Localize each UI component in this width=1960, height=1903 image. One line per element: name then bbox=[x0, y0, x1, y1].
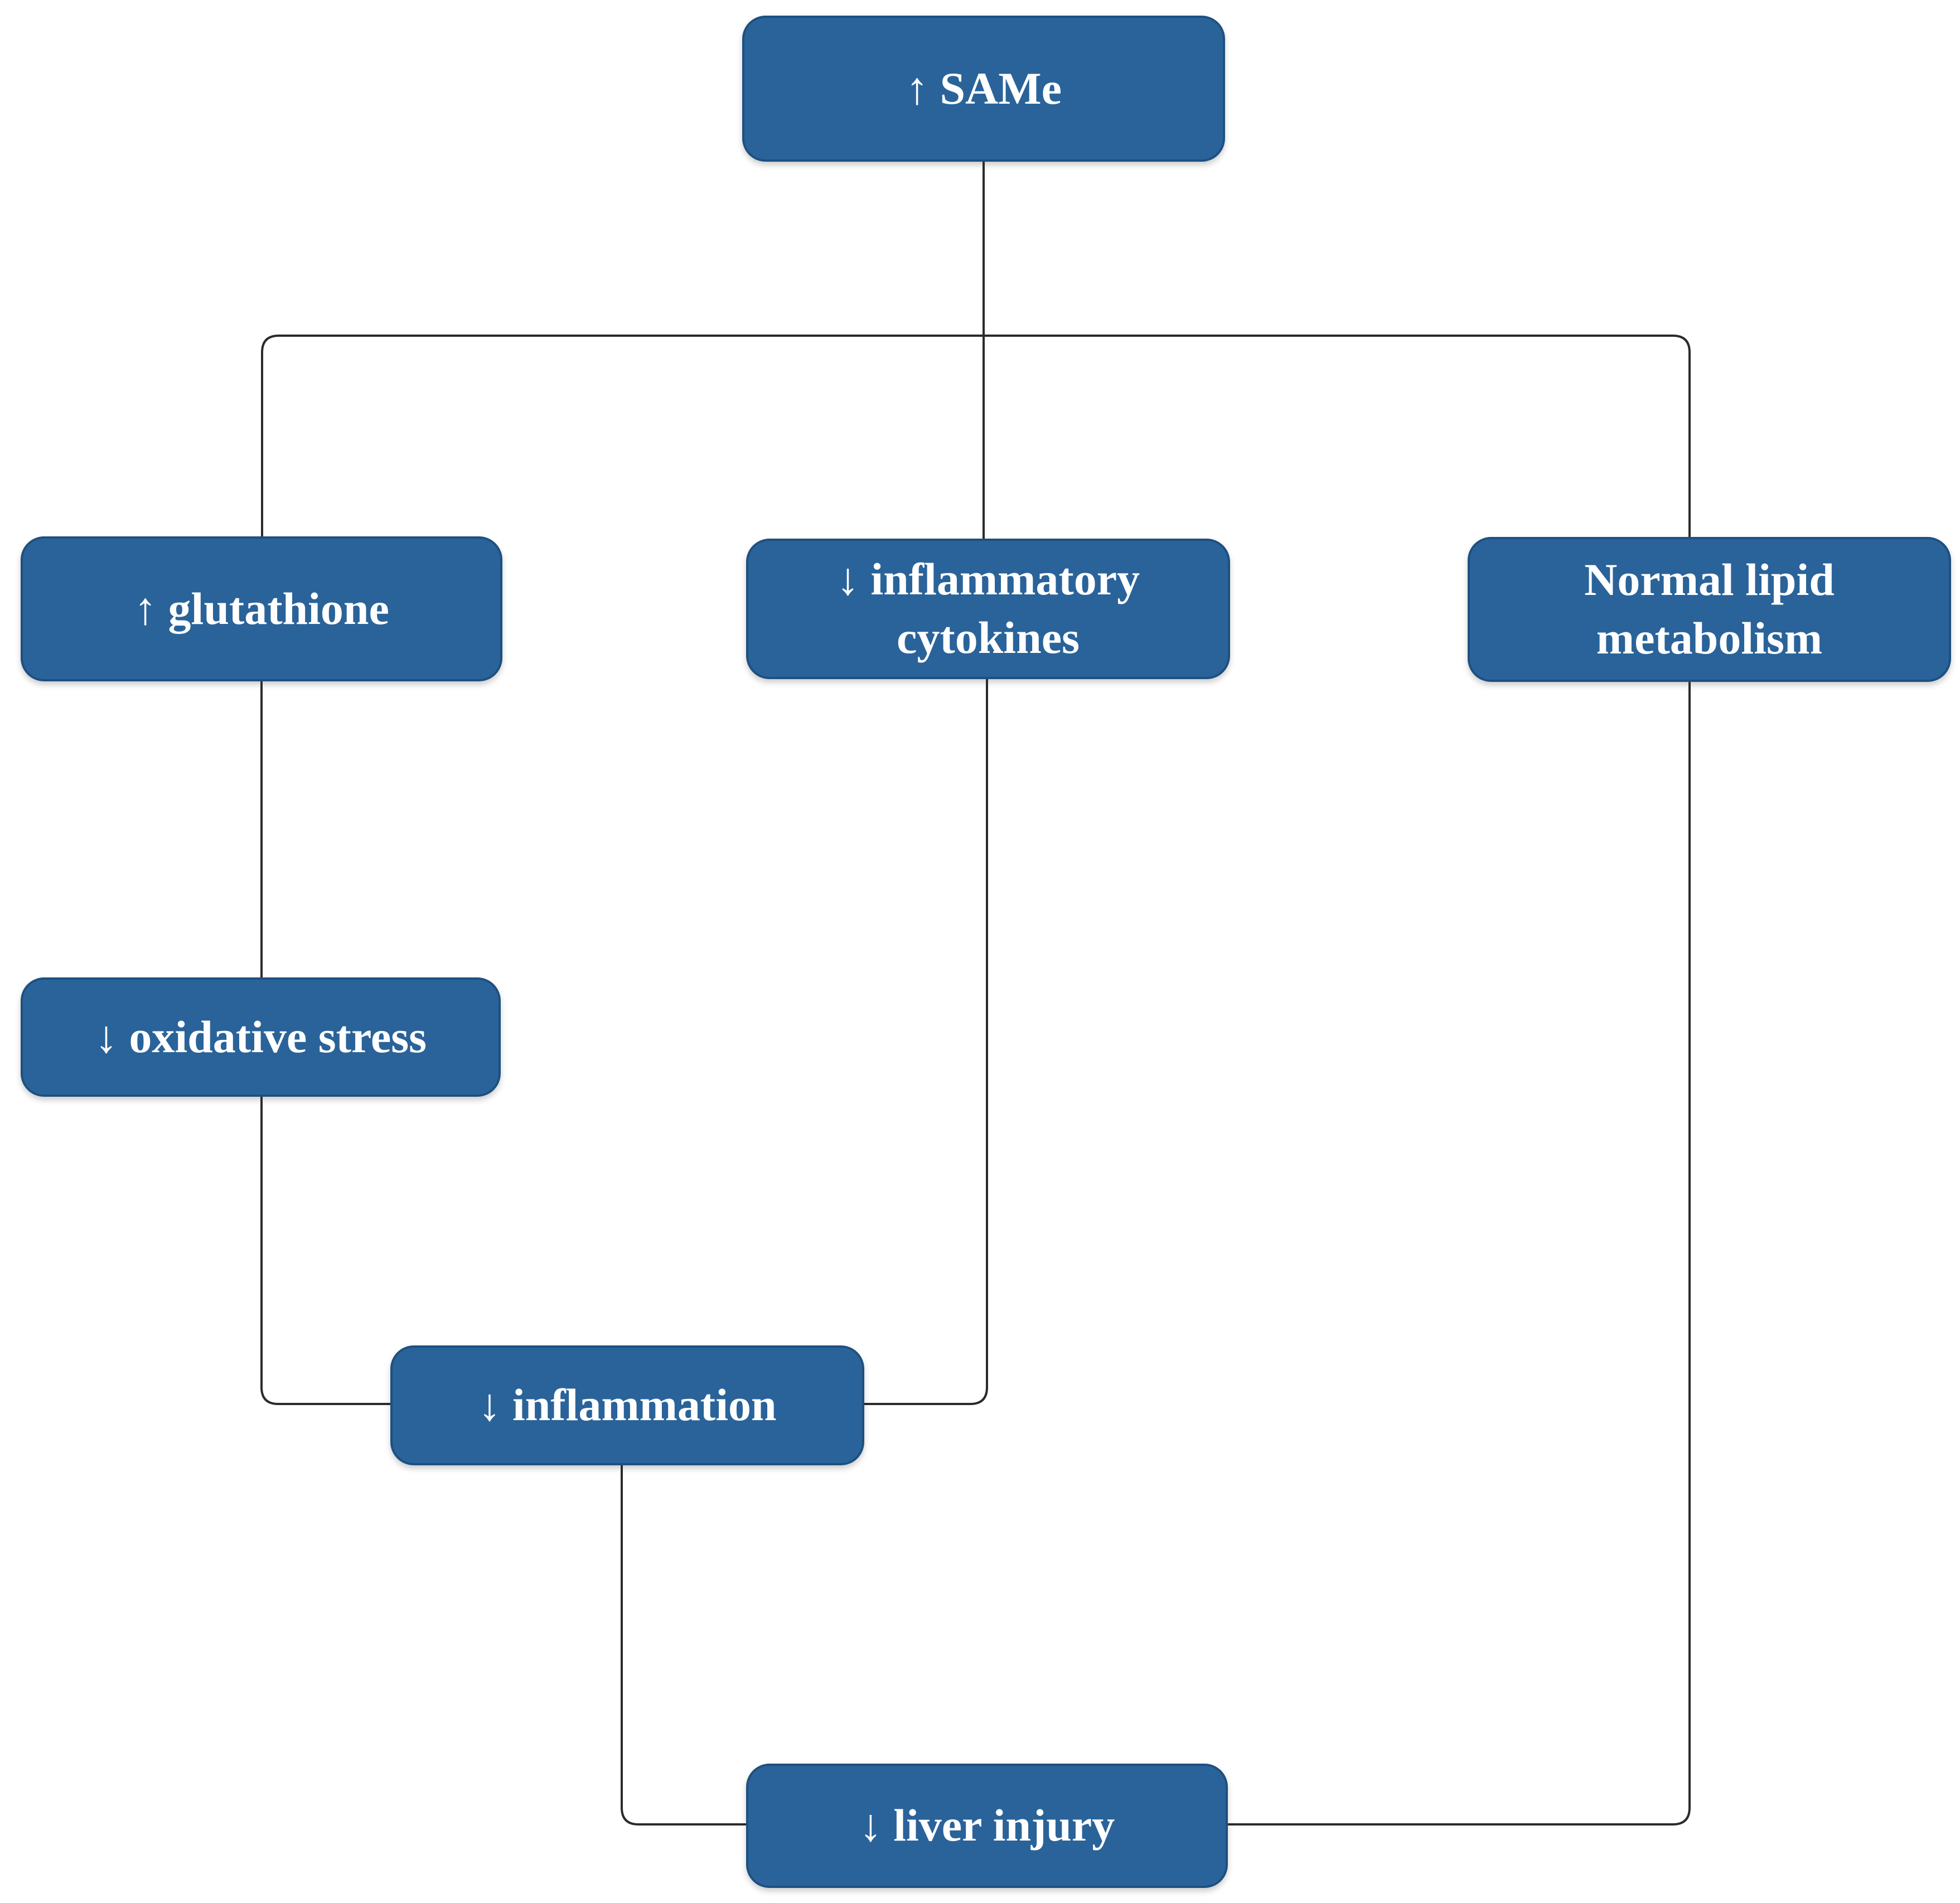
node-inflammation-label: ↓ inflammation bbox=[478, 1379, 777, 1431]
node-normal-lipid-metabolism: Normal lipid metabolism bbox=[1468, 537, 1951, 682]
node-inflammatory-cytokines: ↓ inflammatory cytokines bbox=[746, 539, 1230, 679]
node-normal-lipid-metabolism-label: Normal lipid metabolism bbox=[1584, 554, 1835, 664]
node-same-label: ↑ SAMe bbox=[905, 62, 1062, 114]
node-glutathione-label: ↑ glutathione bbox=[134, 583, 389, 634]
edge-inflammation-to-liver bbox=[621, 1465, 746, 1825]
node-oxidative-stress: ↓ oxidative stress bbox=[21, 977, 501, 1097]
node-glutathione: ↑ glutathione bbox=[21, 536, 502, 681]
edge-oxidative-to-inflammation bbox=[260, 1096, 390, 1405]
node-inflammatory-cytokines-label: ↓ inflammatory cytokines bbox=[836, 554, 1140, 663]
node-same: ↑ SAMe bbox=[742, 16, 1225, 162]
node-oxidative-stress-label: ↓ oxidative stress bbox=[94, 1011, 427, 1062]
node-liver-injury-label: ↓ liver injury bbox=[859, 1800, 1115, 1851]
edge-same-branch-bar bbox=[261, 335, 1691, 537]
edge-cytokines-to-inflammation bbox=[864, 679, 988, 1405]
edge-lipid-to-liver bbox=[1228, 682, 1691, 1825]
node-inflammation: ↓ inflammation bbox=[390, 1345, 864, 1465]
node-liver-injury: ↓ liver injury bbox=[746, 1764, 1228, 1888]
